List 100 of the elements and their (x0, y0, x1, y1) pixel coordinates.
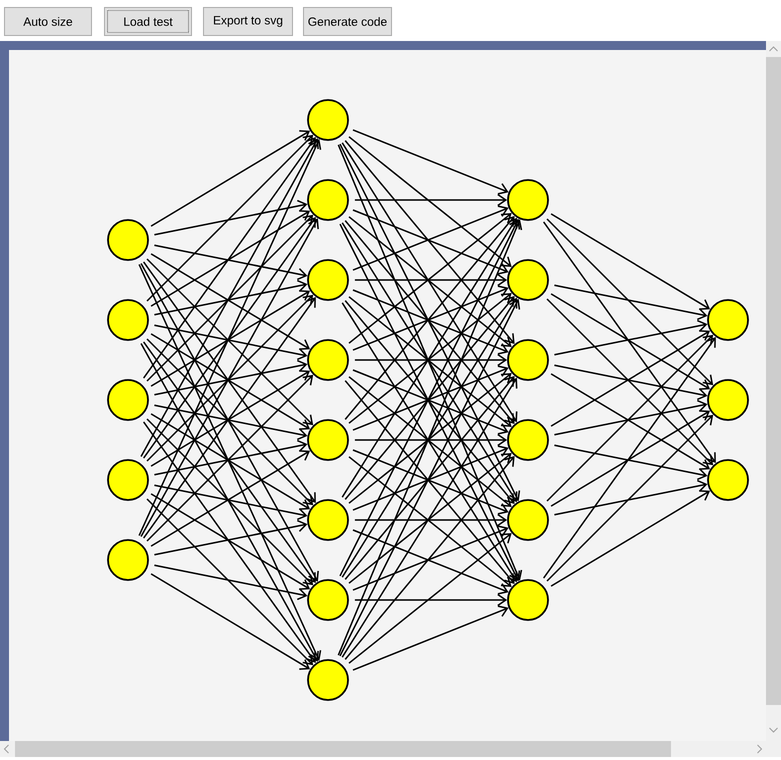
arrow (150, 573, 310, 670)
neuron-circle (307, 339, 349, 381)
neuron-circle (307, 419, 349, 461)
arrow (150, 450, 310, 547)
arrow (154, 404, 308, 440)
arrow (352, 129, 509, 195)
arrow (143, 137, 316, 379)
arrow (546, 414, 714, 582)
arrow (348, 533, 512, 664)
neuron-circle (507, 259, 549, 301)
arrow (150, 253, 310, 350)
arrow (150, 413, 310, 510)
arrow (154, 324, 308, 360)
arrow (154, 520, 308, 556)
arrow (150, 333, 310, 430)
arrow (543, 221, 716, 463)
neuron-circle (507, 579, 549, 621)
neuron-circle (107, 219, 149, 261)
button: Generate code (303, 7, 392, 36)
arrow (146, 374, 314, 542)
arrow (342, 142, 518, 422)
arrow (154, 484, 308, 520)
arrow (143, 421, 316, 663)
arrow (150, 130, 310, 227)
arrow (554, 400, 708, 436)
arrow (146, 498, 314, 666)
arrow (138, 264, 322, 661)
neuron-circle (707, 299, 749, 341)
neuron-circle (307, 659, 349, 701)
arrow (550, 410, 710, 507)
arrow (554, 320, 708, 356)
arrow (338, 144, 522, 581)
arrow (354, 274, 508, 286)
arrow (154, 200, 308, 236)
arrow (140, 218, 319, 537)
arrow (550, 213, 710, 310)
neuron-circle (307, 579, 349, 621)
arrow (550, 330, 710, 427)
neuron-circle (507, 179, 549, 221)
arrow (352, 605, 509, 671)
arrow (150, 290, 310, 387)
arrow (554, 284, 708, 320)
arrow (546, 298, 714, 466)
neuron-circle (107, 459, 149, 501)
arrow (154, 440, 308, 476)
arrow (146, 258, 314, 426)
arrow (348, 136, 512, 267)
arrow (550, 373, 710, 470)
neuron-circle (107, 299, 149, 341)
arrow (554, 444, 708, 480)
arrow (146, 134, 314, 302)
button: Load test (104, 7, 192, 36)
arrow (143, 261, 316, 503)
arrow (150, 370, 310, 467)
arrow (550, 490, 710, 587)
arrow (338, 219, 522, 656)
arrow (150, 210, 310, 307)
neuron-circle (307, 499, 349, 541)
arrow (154, 360, 308, 396)
arrow (354, 594, 508, 606)
neuron-circle (107, 539, 149, 581)
neuron-circle (107, 379, 149, 421)
arrow (140, 138, 319, 457)
arrow (143, 297, 316, 539)
arrow (546, 218, 714, 386)
arrow (154, 244, 308, 280)
arrow (146, 338, 314, 506)
arrow (554, 480, 708, 516)
arrow (354, 434, 508, 446)
arrow (554, 364, 708, 400)
arrow (546, 334, 714, 502)
arrow (146, 418, 314, 586)
arrow (354, 194, 508, 206)
arrow (354, 354, 508, 366)
arrow (344, 456, 515, 660)
arrow (143, 217, 316, 459)
neuron-circle (707, 379, 749, 421)
neuron-circle (307, 179, 349, 221)
neuron-circle (507, 339, 549, 381)
arrow (146, 294, 314, 462)
arrow (140, 343, 319, 662)
button: Auto size (4, 7, 92, 36)
neuron-circle (507, 419, 549, 461)
arrow (140, 263, 319, 582)
arrow (550, 293, 710, 390)
arrow (339, 144, 520, 502)
button: Export to svg (203, 7, 293, 36)
arrow (143, 341, 316, 583)
neuron-circle (707, 459, 749, 501)
arrow (354, 514, 508, 526)
arrow (150, 493, 310, 590)
arrow (154, 564, 308, 600)
arrow (339, 298, 520, 656)
arrow (342, 378, 518, 658)
arrow (154, 280, 308, 316)
neuron-circle (507, 499, 549, 541)
arrow (146, 214, 314, 382)
neuron-circle (307, 259, 349, 301)
neuron-circle (307, 99, 349, 141)
arrow (543, 337, 716, 579)
